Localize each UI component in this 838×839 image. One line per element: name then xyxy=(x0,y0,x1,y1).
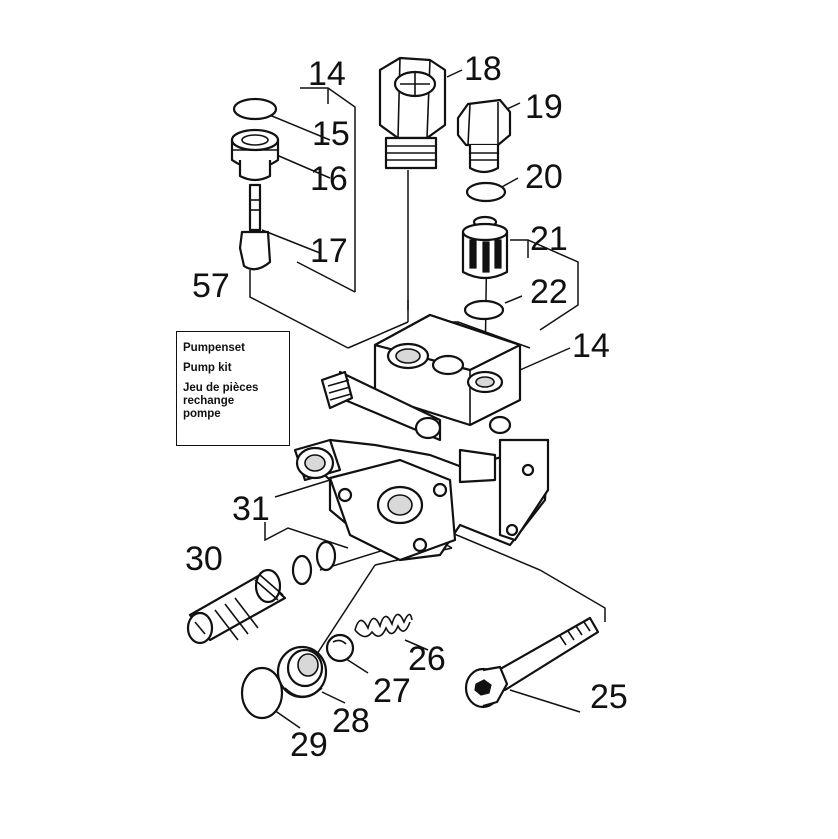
part-number-21: 21 xyxy=(530,220,568,258)
part-number-22: 22 xyxy=(530,273,568,311)
part-number-15: 15 xyxy=(312,115,350,153)
kit-label-english: Pump kit xyxy=(183,362,232,374)
part-number-17: 17 xyxy=(310,232,348,270)
pump-head-body-14 xyxy=(293,313,550,562)
part-number-18: 18 xyxy=(464,50,502,88)
part-number-14-right: 14 xyxy=(572,327,610,365)
o-ring-29 xyxy=(240,666,284,720)
part-number-19: 19 xyxy=(525,88,563,126)
socket-bolt-25 xyxy=(464,616,600,709)
part-number-20: 20 xyxy=(525,158,563,196)
pressure-gauge-18 xyxy=(378,56,447,170)
valve-seat-16 xyxy=(230,128,280,182)
o-rings-31 xyxy=(291,540,337,586)
kit-label-french: Jeu de pièces rechange pompe xyxy=(183,382,259,420)
o-ring-20 xyxy=(465,181,507,203)
part-number-29: 29 xyxy=(290,726,328,764)
valve-cage-21 xyxy=(461,215,509,280)
part-number-27: 27 xyxy=(373,672,411,710)
part-number-14-top: 14 xyxy=(308,55,346,93)
part-number-16: 16 xyxy=(310,160,348,198)
valve-ball-27 xyxy=(325,633,355,663)
part-number-30: 30 xyxy=(185,540,223,578)
part-number-25: 25 xyxy=(590,678,628,716)
valve-seat-28 xyxy=(276,645,328,699)
spring-26 xyxy=(354,613,413,638)
valve-stem-17 xyxy=(238,183,272,271)
part-number-28: 28 xyxy=(332,702,370,740)
o-ring-22 xyxy=(463,299,505,321)
kit-label-german: Pumpenset xyxy=(183,342,245,354)
part-number-57: 57 xyxy=(192,267,230,305)
hex-plug-19 xyxy=(456,98,512,174)
pump-kit-label-box: Pumpenset Pump kit Jeu de pièces rechang… xyxy=(176,331,290,446)
part-number-labels: 14 15 16 17 18 19 20 21 22 14 57 31 30 2… xyxy=(185,50,628,764)
part-number-31: 31 xyxy=(232,490,270,528)
o-ring-15 xyxy=(232,97,278,121)
valve-piston-30 xyxy=(186,568,287,645)
part-number-26: 26 xyxy=(408,640,446,678)
